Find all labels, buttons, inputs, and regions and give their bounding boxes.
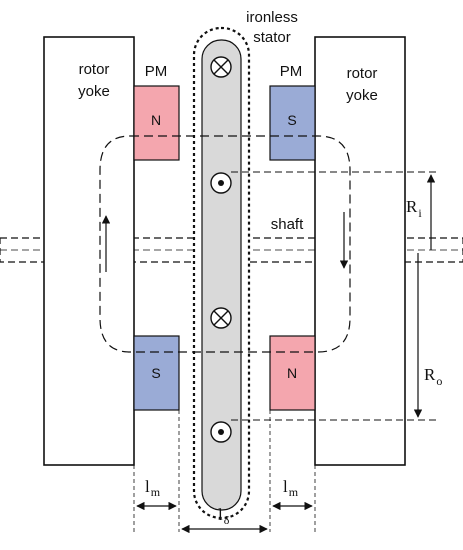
magnet-top-left-pole: N (151, 112, 161, 128)
ro-label: Ro (424, 365, 442, 388)
rotor-yoke-right (314, 36, 406, 466)
magnet-bottom-left-pole: S (151, 365, 160, 381)
ri-label: Ri (406, 197, 422, 220)
stator-label-line2: stator (253, 29, 291, 46)
magnet-bottom-right (269, 335, 316, 411)
flux-path (99, 135, 351, 353)
dot-circle-icon (210, 172, 232, 194)
rotor-yoke-left-label-line1: rotor (79, 61, 110, 78)
rotor-yoke-left-label-line2: yoke (78, 83, 110, 100)
dot-circle-icon (210, 421, 232, 443)
shaft-label: shaft (271, 216, 304, 233)
lm-right-label: lm (283, 477, 299, 499)
ironless-stator (192, 26, 251, 520)
magnet-bottom-left (133, 335, 180, 411)
magnet-top-right-pole: S (287, 112, 296, 128)
cross-circle-icon (210, 56, 232, 78)
stator-label-line1: ironless (246, 9, 298, 26)
magnet-top-right (269, 85, 316, 161)
magnet-bottom-right-pole: N (287, 365, 297, 381)
rotor-yoke-left (43, 36, 135, 466)
magnet-top-left (133, 85, 180, 161)
cross-circle-icon (210, 307, 232, 329)
pm-right-label: PM (280, 63, 303, 80)
rotor-yoke-right-label-line2: yoke (346, 87, 378, 104)
pm-left-label: PM (145, 63, 168, 80)
lm-left-label: lm (145, 477, 161, 499)
rotor-yoke-right-label-line1: rotor (347, 65, 378, 82)
ldelta-label: lδ (218, 505, 230, 527)
